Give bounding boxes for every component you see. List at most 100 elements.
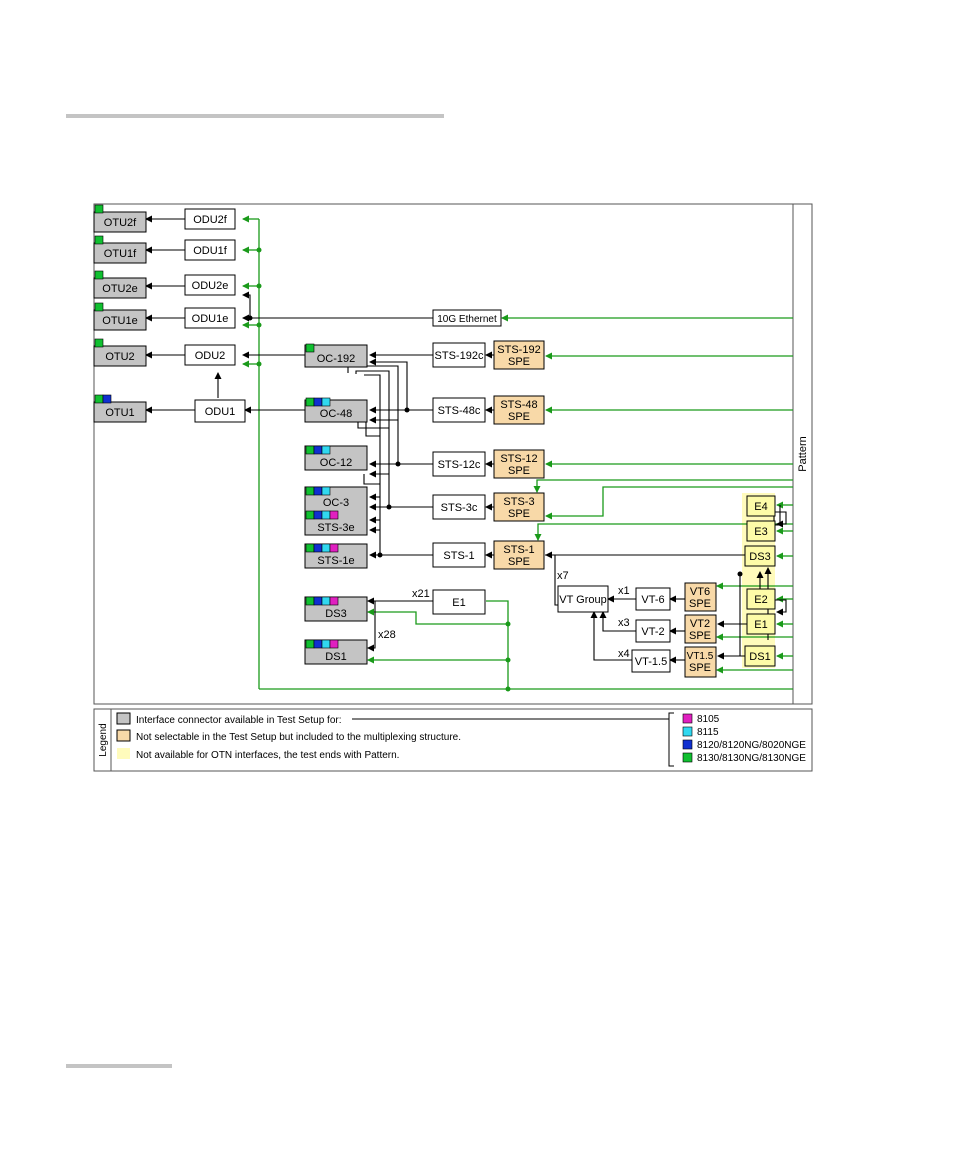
- pattern-junctions: [256, 247, 511, 692]
- oc48-box[interactable]: OC-48: [304, 397, 368, 423]
- multiplier-x28: x28: [378, 629, 396, 641]
- legend-text-gray: Interface connector available in Test Se…: [136, 715, 342, 726]
- odu1-box: ODU1: [194, 399, 246, 423]
- sts12-spe-label-2: SPE: [508, 465, 530, 477]
- otu2e-label: OTU2e: [102, 283, 137, 295]
- e4-label: E4: [754, 501, 767, 513]
- legend-text-orange: Not selectable in the Test Setup but inc…: [136, 732, 461, 743]
- odu1e-box: ODU1e: [184, 307, 236, 329]
- otu1e-label: OTU1e: [102, 315, 137, 327]
- multiplier-labels: x7 x1 x3 x4 x21 x28: [378, 570, 630, 660]
- e1-mid-label: E1: [452, 597, 465, 609]
- sts1e-box[interactable]: STS-1e: [304, 543, 368, 569]
- sts48c-box: STS-48c: [432, 397, 486, 423]
- odu2f-box: ODU2f: [184, 208, 236, 230]
- odu2-label: ODU2: [195, 350, 226, 362]
- oc3-label: OC-3: [323, 497, 349, 509]
- legend-bracket: [668, 712, 674, 767]
- otu2f-box[interactable]: OTU2f: [93, 204, 147, 233]
- oc192-label: OC-192: [317, 353, 356, 365]
- sts1-label: STS-1: [443, 550, 474, 562]
- odu1f-box: ODU1f: [184, 239, 236, 261]
- sts1-spe-label-1: STS-1: [503, 544, 534, 556]
- oc12-box[interactable]: OC-12: [304, 445, 368, 471]
- sts1-spe-label-2: SPE: [508, 556, 530, 568]
- odu-column: ODU2f ODU1f ODU2e ODU1e ODU2 ODU1: [184, 208, 246, 423]
- legend-swatch-gray: [116, 712, 131, 725]
- pattern-column: [792, 203, 813, 705]
- legend-model-swatch: [682, 752, 693, 763]
- legend: Legend Interface connector available in …: [93, 708, 813, 772]
- sts1e-label: STS-1e: [317, 555, 354, 567]
- sts12c-label: STS-12c: [438, 459, 481, 471]
- e4-box: E4: [746, 495, 776, 517]
- otu2f-label: OTU2f: [104, 217, 137, 229]
- vt2-box: VT-2: [635, 619, 671, 643]
- vt-group-label: VT Group: [559, 594, 607, 606]
- ds3-left-label: DS3: [325, 608, 346, 620]
- sts-column: STS-192c STS-48c STS-12c STS-3c STS-1: [432, 342, 486, 568]
- odu1-label: ODU1: [205, 406, 236, 418]
- ds3-right-label: DS3: [749, 551, 770, 563]
- oc3-sts3e-box[interactable]: OC-3 STS-3e: [304, 486, 368, 536]
- vt6-spe-label-1: VT6: [690, 586, 710, 598]
- sts1-box: STS-1: [432, 542, 486, 568]
- legend-text-yellow: Not available for OTN interfaces, the te…: [136, 750, 399, 761]
- footer-rule: [66, 1064, 172, 1068]
- otu1e-box[interactable]: OTU1e: [93, 302, 147, 331]
- otu1-label: OTU1: [105, 407, 134, 419]
- legend-model-label: 8105: [697, 714, 720, 725]
- sts48-spe-label-2: SPE: [508, 411, 530, 423]
- vt6-spe-label-2: SPE: [689, 598, 711, 610]
- multiplier-x7: x7: [557, 570, 569, 582]
- oc48-label: OC-48: [320, 408, 352, 420]
- ds1-left-label: DS1: [325, 651, 346, 663]
- otu1f-box[interactable]: OTU1f: [93, 235, 147, 264]
- sts192c-label: STS-192c: [435, 350, 484, 362]
- legend-swatch-orange: [116, 729, 131, 742]
- legend-model-label: 8115: [697, 727, 719, 738]
- oc12-label: OC-12: [320, 457, 352, 469]
- otu2-box[interactable]: OTU2: [93, 338, 147, 367]
- mux-lines: [145, 215, 787, 664]
- pattern-label: Pattern: [797, 436, 809, 471]
- ethernet-10g-box: 10G Ethernet: [432, 309, 502, 327]
- multiplier-x1: x1: [618, 585, 630, 597]
- e3-box: E3: [746, 520, 776, 542]
- oc192-box[interactable]: OC-192: [304, 343, 368, 368]
- sts12-spe-label-1: STS-12: [500, 453, 537, 465]
- sts192-spe-label-2: SPE: [508, 356, 530, 368]
- ds1-left-box[interactable]: DS1: [304, 639, 368, 665]
- oc-column: OC-192 OC-48 OC-12 OC-3 STS-3e STS-1e DS…: [304, 343, 368, 665]
- odu1f-label: ODU1f: [193, 245, 228, 257]
- e1-mid-box: E1: [432, 589, 486, 615]
- sts3c-label: STS-3c: [441, 502, 478, 514]
- vt-group-box: VT Group: [557, 585, 609, 613]
- sts3e-label: STS-3e: [317, 522, 354, 534]
- sts192-spe-label-1: STS-192: [497, 344, 540, 356]
- vt15-box: VT-1.5: [631, 649, 671, 673]
- vt6-label: VT-6: [641, 594, 664, 606]
- sts3-spe-label-2: SPE: [508, 508, 530, 520]
- multiplier-x4: x4: [618, 648, 630, 660]
- odu2-box: ODU2: [184, 344, 236, 366]
- vt2-label: VT-2: [641, 626, 664, 638]
- vt15-spe-label-1: VT1.5: [687, 651, 714, 662]
- otu1-box[interactable]: OTU1: [93, 394, 147, 423]
- otu2-label: OTU2: [105, 351, 134, 363]
- vt2-spe-label-1: VT2: [690, 618, 710, 630]
- otu2e-box[interactable]: OTU2e: [93, 270, 147, 299]
- multiplier-x3: x3: [618, 617, 630, 629]
- e2-label: E2: [754, 594, 767, 606]
- e2-box: E2: [746, 588, 776, 610]
- ds3-left-box[interactable]: DS3: [304, 596, 368, 622]
- otu1f-label: OTU1f: [104, 248, 137, 260]
